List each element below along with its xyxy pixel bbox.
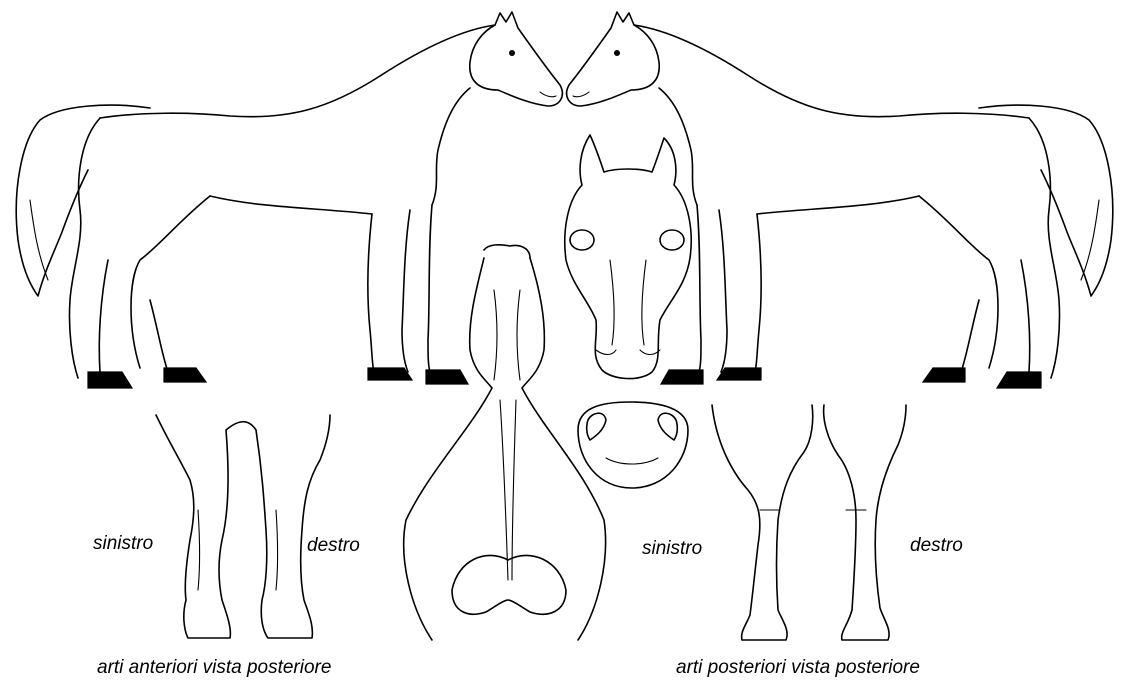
- hind-left-label: sinistro: [642, 538, 702, 560]
- hind-legs-rear-view: [712, 405, 906, 640]
- horse-left-side-view: [16, 12, 562, 388]
- front-legs-caption: arti anteriori vista posteriore: [97, 657, 331, 679]
- neck-chest-front-view: [404, 245, 606, 640]
- hind-legs-caption: arti posteriori vista posteriore: [676, 657, 920, 679]
- hind-right-label: destro: [910, 535, 963, 557]
- muzzle-view: [578, 402, 688, 488]
- front-legs-rear-view: [156, 415, 330, 638]
- head-front-view: [565, 135, 691, 379]
- front-right-label: destro: [307, 535, 360, 557]
- horse-right-side-view: [567, 12, 1113, 388]
- front-left-label: sinistro: [93, 533, 153, 555]
